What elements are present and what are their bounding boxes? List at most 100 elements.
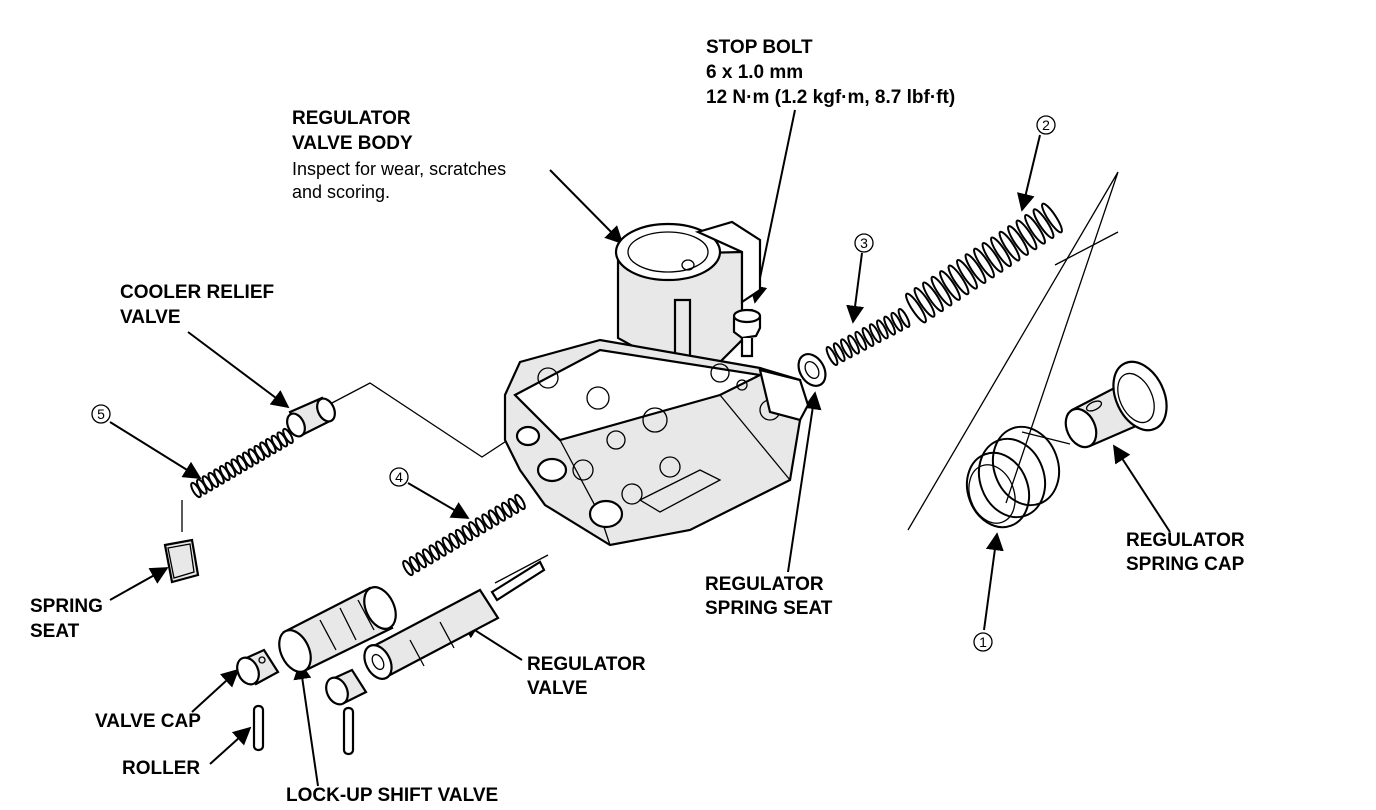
spring-coil [832, 342, 846, 363]
svg-text:SPRING SEAT: SPRING SEAT [705, 598, 833, 619]
spring-coil [415, 552, 428, 569]
regulator-spring-cap [1064, 360, 1168, 449]
spring-coil [1041, 202, 1063, 234]
spring-1 [965, 425, 1061, 529]
spring-coil [947, 264, 970, 296]
svg-text:REGULATOR: REGULATOR [1126, 530, 1245, 551]
spring-coil [825, 346, 839, 366]
spring-seat [163, 538, 200, 584]
spring-coil [435, 540, 447, 557]
spring-coil [1024, 213, 1046, 245]
spring-coil [905, 292, 927, 324]
spring-coil [461, 525, 474, 542]
spring-coil [897, 308, 911, 328]
svg-text:1: 1 [979, 634, 987, 650]
callout-1: 1 [973, 632, 993, 652]
svg-text:VALVE BODY: VALVE BODY [292, 133, 413, 154]
spring-coil [981, 242, 1004, 273]
stop-bolt-label: STOP BOLT 6 x 1.0 mm 12 N·m (1.2 kgf·m, … [706, 37, 955, 108]
spring-coil [990, 236, 1012, 268]
svg-text:3: 3 [860, 235, 868, 251]
svg-text:and scoring.: and scoring. [292, 182, 390, 202]
callout-4: 4 [389, 467, 409, 487]
spring-coil [454, 528, 467, 545]
valve-cap-label: VALVE CAP [95, 711, 201, 732]
spring-coil [854, 330, 868, 351]
spring-coil [847, 334, 860, 355]
regulator-valve-cap [325, 668, 368, 706]
spring-coil [507, 497, 520, 514]
regulator-valve-body [503, 220, 810, 547]
roller-label: ROLLER [122, 758, 200, 779]
roller-right [342, 706, 355, 756]
spring-coil [402, 559, 414, 577]
spring-2 [905, 202, 1063, 324]
svg-text:VALVE: VALVE [527, 678, 588, 699]
svg-text:REGULATOR: REGULATOR [705, 574, 824, 595]
spring-coil [939, 270, 961, 301]
spring-coil [1007, 225, 1029, 256]
spring-coil [1015, 219, 1038, 251]
spring-coil [494, 505, 507, 522]
spring-coil [876, 319, 889, 340]
spring-coil [481, 513, 493, 530]
spring-5 [190, 427, 294, 499]
spring-coil [408, 556, 421, 573]
svg-text:COOLER RELIEF: COOLER RELIEF [120, 282, 274, 303]
spring-coil [468, 521, 480, 538]
svg-text:STOP BOLT: STOP BOLT [706, 37, 813, 58]
spring-coil [973, 247, 995, 279]
svg-text:REGULATOR: REGULATOR [527, 654, 646, 675]
svg-text:4: 4 [395, 469, 403, 485]
lock-up-shift-valve-label: LOCK-UP SHIFT VALVE [286, 785, 498, 806]
svg-text:SEAT: SEAT [30, 621, 80, 642]
spring-coil [500, 501, 513, 518]
spring-coil [441, 536, 454, 553]
regulator-valve-label: REGULATOR VALVE [527, 654, 646, 699]
spring-coil [282, 427, 294, 445]
svg-text:12 N·m (1.2 kgf·m, 8.7 lbf·ft): 12 N·m (1.2 kgf·m, 8.7 lbf·ft) [706, 87, 955, 108]
leader-lines [109, 109, 1171, 787]
cooler-relief-valve [286, 396, 336, 438]
spring-coil [474, 517, 487, 534]
spring-coil [930, 275, 953, 307]
spring-coil [883, 315, 896, 336]
spring-seat-label: SPRING SEAT [30, 596, 103, 642]
svg-text:Inspect for wear, scratches: Inspect for wear, scratches [292, 159, 506, 179]
svg-text:2: 2 [1042, 117, 1050, 133]
regulator-spring-seat-label: REGULATOR SPRING SEAT [705, 574, 833, 619]
roller-left [252, 704, 265, 752]
spring-coil [1032, 208, 1055, 239]
svg-text:5: 5 [97, 406, 105, 422]
spring-coil [964, 253, 987, 284]
spring-coil [890, 311, 904, 332]
valve-cap [236, 648, 280, 686]
regulator-spring-seat [797, 353, 827, 387]
spring-coil [514, 493, 526, 511]
spring-4 [402, 493, 526, 577]
callout-2: 2 [1036, 115, 1056, 135]
spring-coil [840, 338, 853, 359]
lock-up-shift-valve [278, 586, 397, 673]
spring-coil [922, 281, 944, 313]
spring-coil [428, 544, 441, 561]
stop-bolt [732, 308, 762, 358]
svg-text:SPRING: SPRING [30, 596, 103, 617]
spring-coil [861, 327, 875, 347]
spring-coil [421, 548, 434, 565]
svg-text:REGULATOR: REGULATOR [292, 108, 411, 129]
callout-5: 5 [91, 404, 111, 424]
regulator-valve-body-label: REGULATOR VALVE BODY Inspect for wear, s… [292, 108, 506, 202]
svg-text:SPRING CAP: SPRING CAP [1126, 554, 1245, 575]
svg-text:6 x 1.0 mm: 6 x 1.0 mm [706, 62, 803, 83]
spring-coil [913, 287, 936, 318]
spring-coil [487, 509, 500, 526]
spring-coil [998, 230, 1021, 262]
spring-coil [956, 258, 978, 290]
callout-3: 3 [854, 233, 874, 253]
spring-coil [448, 532, 460, 549]
svg-text:VALVE: VALVE [120, 307, 181, 328]
spring-coil [868, 323, 882, 344]
spring-3 [825, 308, 911, 366]
